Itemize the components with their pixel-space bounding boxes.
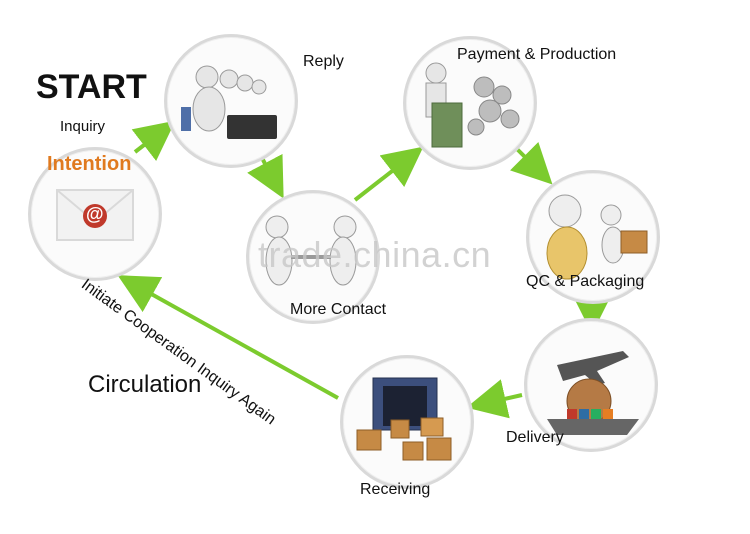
- qc-figures-icon: [546, 194, 648, 280]
- step-reply-circle: [164, 34, 298, 168]
- intention-label: Intention: [47, 153, 132, 175]
- reply-label: Reply: [303, 53, 344, 70]
- arrow-receiving-to-intention: [117, 275, 339, 400]
- airplane-ship-globe-icon: [547, 351, 639, 435]
- receiving-label: Receiving: [360, 481, 431, 498]
- handshake-figures-icon: [265, 215, 357, 286]
- step-payment-circle: [403, 36, 537, 170]
- arrow-delivery-to-receiving: [466, 379, 523, 419]
- arrow-more-contact-to-payment: [353, 146, 424, 202]
- arrow-intention-to-reply: [131, 120, 176, 161]
- step-qc-circle: [526, 170, 660, 304]
- arrow-reply-to-more-contact: [247, 153, 284, 199]
- email-envelope-icon: [56, 189, 134, 241]
- payment-production-label: Payment & Production: [457, 46, 617, 63]
- arrow-payment-to-qc: [510, 142, 553, 185]
- step-more-contact-circle: [246, 190, 380, 324]
- start-label: START: [36, 68, 147, 106]
- qc-packaging-label: QC & Packaging: [526, 273, 645, 290]
- inquiry-label: Inquiry: [60, 118, 106, 135]
- email-at-glyph: @: [86, 204, 104, 224]
- step-delivery-circle: [524, 318, 658, 452]
- money-gears-icon: [425, 62, 520, 148]
- watermark-text: trade.china.cn: [258, 234, 492, 275]
- circulation-label: Circulation: [88, 371, 202, 398]
- step-intention-circle: @: [28, 147, 162, 281]
- container-boxes-icon: [356, 377, 452, 461]
- more-contact-label: More Contact: [290, 301, 387, 318]
- delivery-label: Delivery: [506, 429, 564, 446]
- step-receiving-circle: [340, 355, 474, 489]
- call-center-icon: [181, 65, 277, 139]
